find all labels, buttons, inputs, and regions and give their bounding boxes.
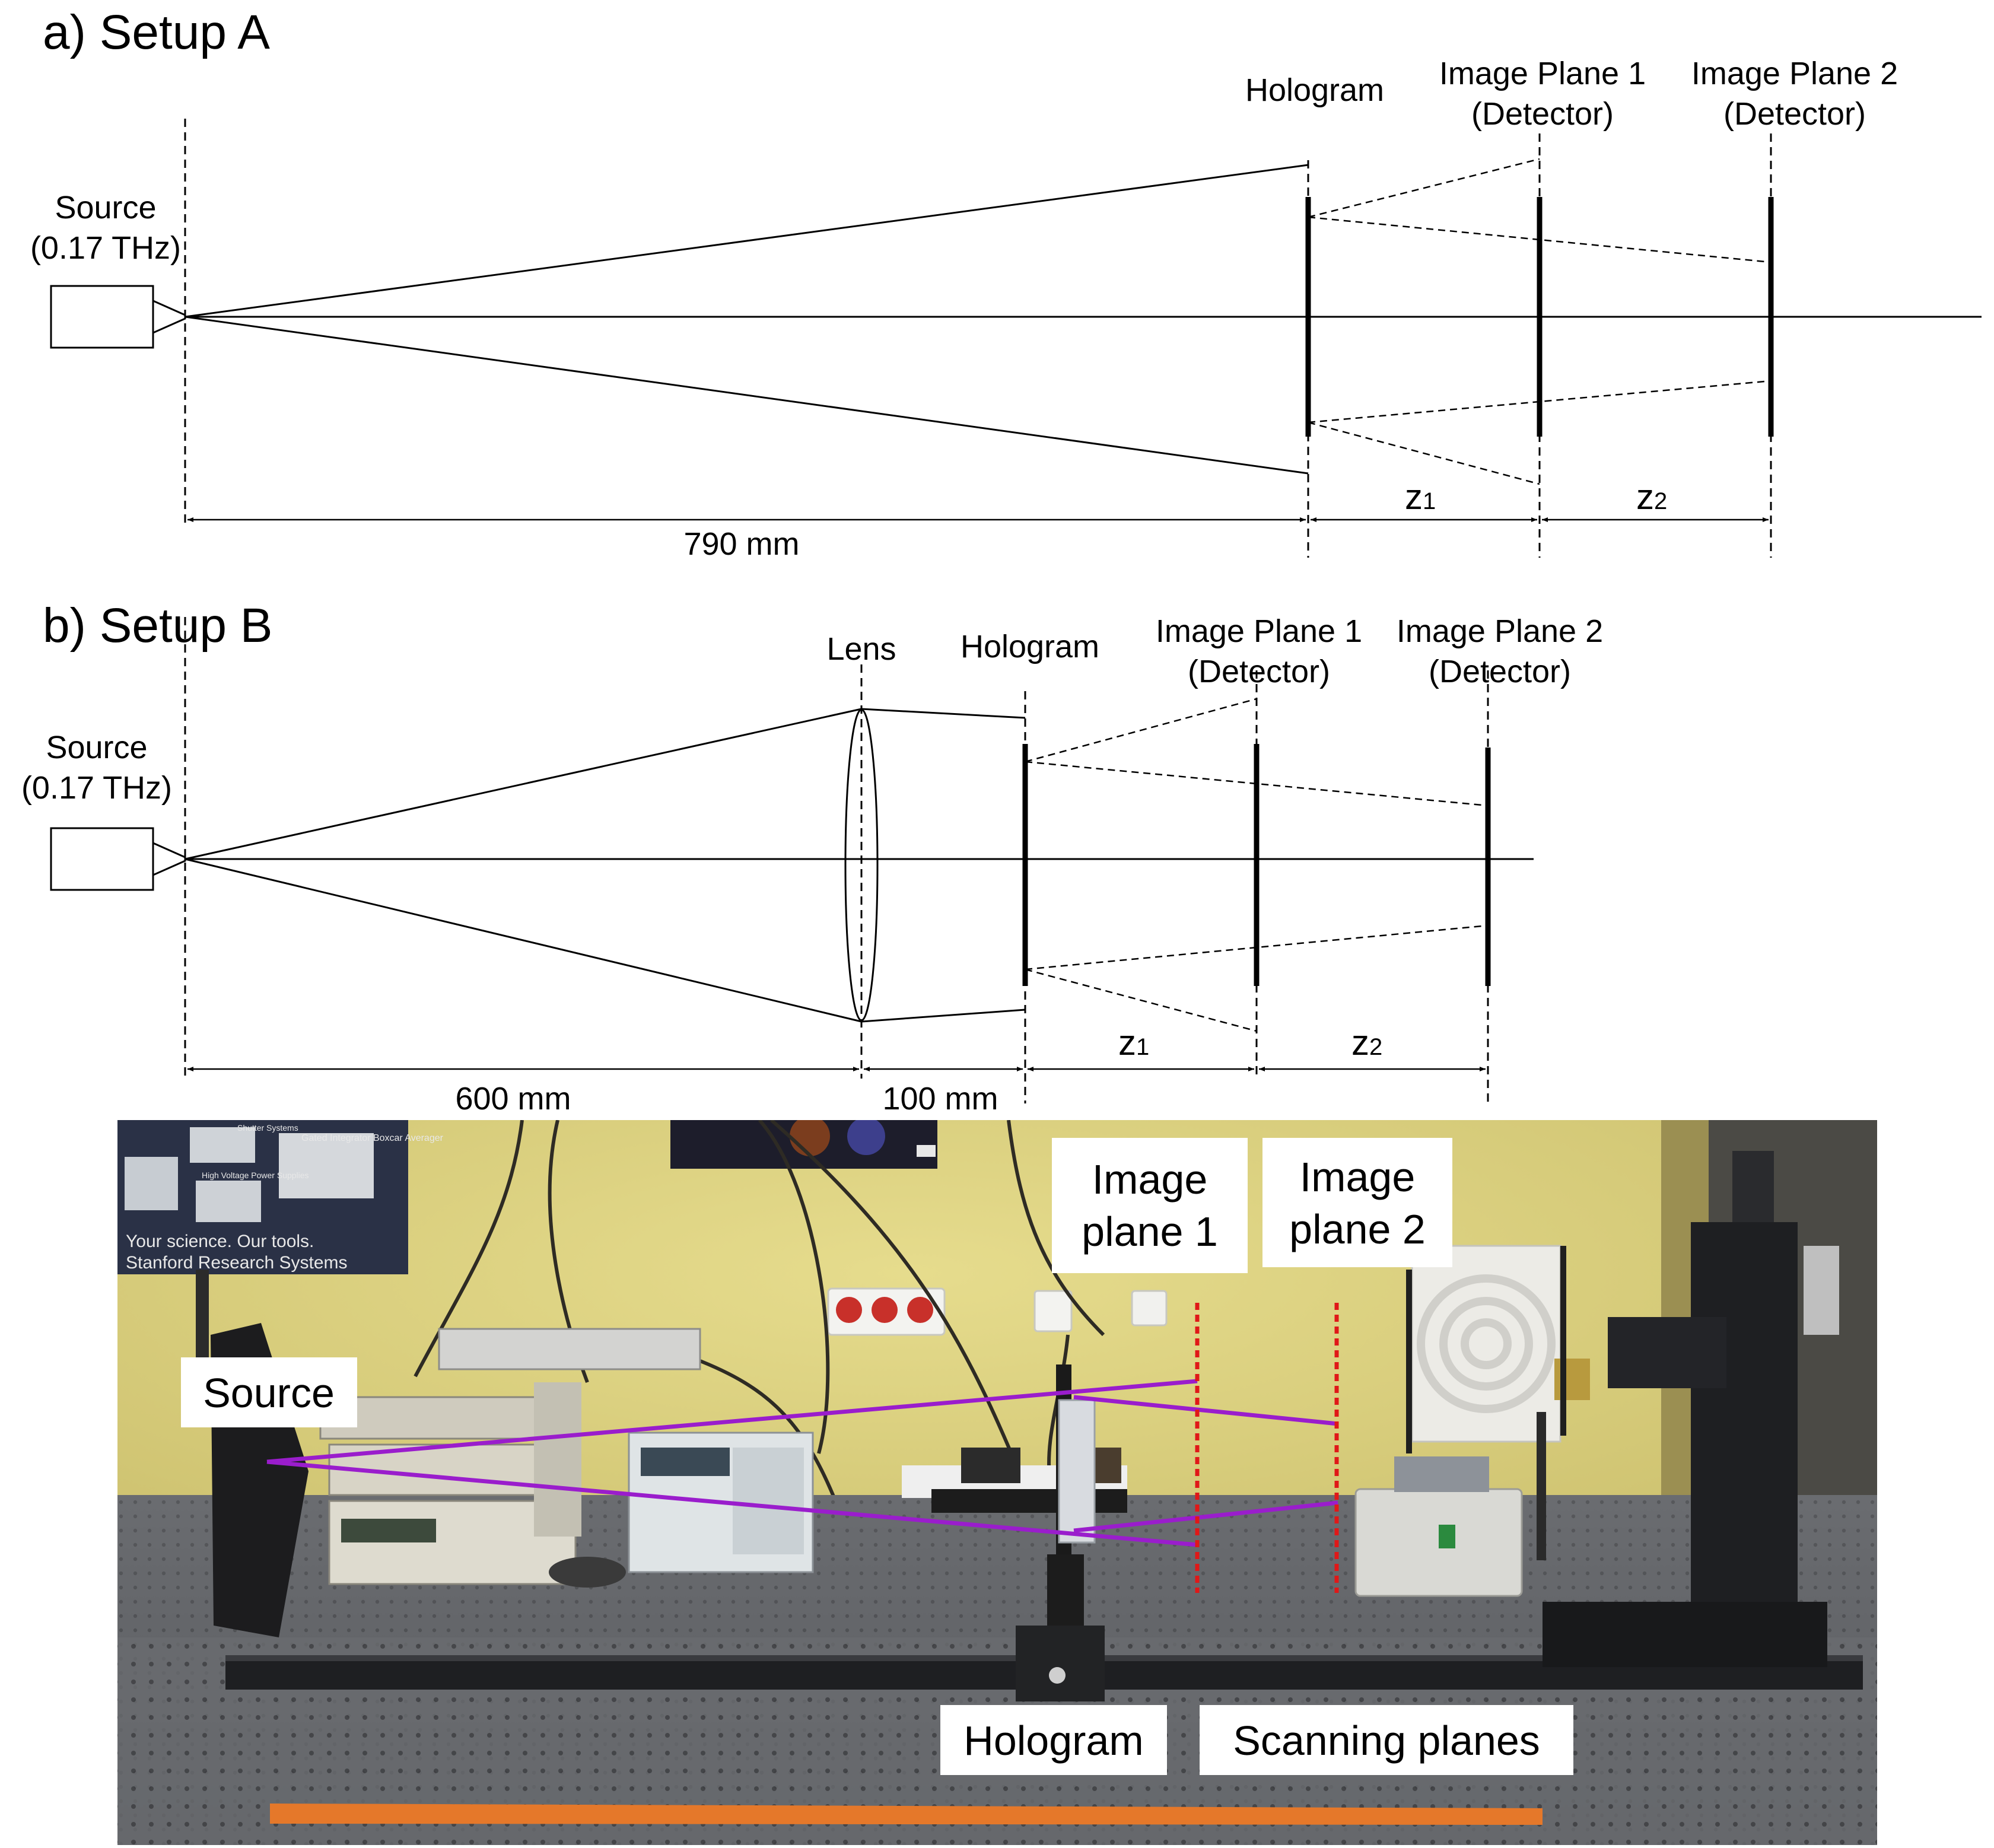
setup-b-source-frequency: (0.17 THz): [21, 770, 172, 806]
photo-label-image-plane-2-line-1: Image: [1300, 1154, 1416, 1200]
setup-b-distance-600-label: 600 mm: [455, 1081, 571, 1117]
photo-label-hologram: Hologram: [940, 1705, 1167, 1775]
setup-a-beam-lower: [185, 316, 1309, 475]
power-sockets: [827, 1287, 1168, 1336]
setup-b-source-label: Source: [46, 730, 147, 765]
photo-label-hologram-text: Hologram: [963, 1717, 1143, 1764]
setup-b-beam-upper-out: [861, 708, 1026, 719]
setup-a-z2-label: z2: [1636, 477, 1667, 517]
setup-a-diagram: a) Setup A Source (0.17 THz) Hologram Im…: [30, 5, 1982, 562]
setup-b-z1-label: z1: [1118, 1023, 1149, 1063]
setup-b-hologram-label: Hologram: [961, 629, 1099, 664]
setup-a-hologram-label: Hologram: [1245, 72, 1384, 108]
setup-b-title: b) Setup B: [43, 599, 272, 653]
setup-b-image-plane-1-label: Image Plane 1: [1156, 613, 1362, 649]
setup-a-image-plane-1-label: Image Plane 1: [1439, 56, 1646, 91]
photo-label-image-plane-1-line-2: plane 1: [1082, 1208, 1218, 1255]
beam-overlay: [266, 1379, 1338, 1547]
photo-label-scanning-planes: Scanning planes: [1200, 1705, 1573, 1775]
lab-photo: Gated Integrator Boxcar Averager High Vo…: [117, 1120, 1877, 1845]
setup-b-image-plane-2-label: Image Plane 2: [1397, 613, 1603, 649]
setup-a-source-frequency: (0.17 THz): [30, 230, 181, 266]
center-assembly: [902, 1448, 1127, 1513]
photo-label-source: Source: [181, 1357, 357, 1427]
poster-item-3: Shutter Systems: [237, 1123, 298, 1133]
setup-b-lens: [844, 708, 879, 1022]
setup-a-source-box: [50, 285, 154, 349]
poster-srs: Gated Integrator Boxcar Averager High Vo…: [117, 1120, 444, 1274]
hologram-mount: [1016, 1364, 1105, 1701]
setup-a-title: a) Setup A: [43, 5, 270, 59]
photo-label-source-text: Source: [203, 1370, 335, 1416]
scanning-stage: [1543, 1151, 1839, 1667]
poster-slogan: Your science. Our tools.: [126, 1232, 314, 1251]
setup-a-horn-antenna: [152, 299, 186, 335]
setup-b-distance-100-label: 100 mm: [882, 1081, 998, 1117]
setup-a-image-plane-2-label: Image Plane 2: [1691, 56, 1898, 91]
setup-a-detector-2-label: (Detector): [1723, 96, 1866, 132]
photo-label-scanning-planes-text: Scanning planes: [1233, 1717, 1540, 1764]
setup-b-detector-2-label: (Detector): [1429, 654, 1571, 689]
setup-a-source-label: Source: [55, 190, 156, 225]
photo-label-image-plane-2-line-2: plane 2: [1289, 1206, 1426, 1252]
setup-a-detector-1-label: (Detector): [1471, 96, 1614, 132]
poster-company: Stanford Research Systems: [126, 1253, 348, 1273]
setup-b-detector-1-label: (Detector): [1188, 654, 1330, 689]
setup-a-beam-upper: [185, 164, 1309, 318]
detector-assembly: [1354, 1245, 1590, 1597]
setup-b-beam-lower-out: [861, 1009, 1026, 1023]
setup-a-distance-label: 790 mm: [683, 526, 799, 562]
poster-photonics: [670, 1120, 937, 1169]
photo-label-image-plane-2: Image plane 2: [1262, 1138, 1452, 1267]
photo-label-image-plane-1-line-1: Image: [1092, 1156, 1208, 1203]
poster-item-2: High Voltage Power Supplies: [202, 1170, 309, 1180]
setup-b-diagram: b) Setup B Source (0.17 THz) Lens Hologr…: [21, 599, 1603, 1117]
setup-b-lens-label: Lens: [826, 631, 896, 667]
setup-b-source-box: [50, 827, 154, 891]
setup-a-z1-label: z1: [1405, 477, 1436, 517]
setup-b-beam-lower-in: [185, 858, 862, 1023]
setup-b-beam-upper-in: [185, 708, 862, 860]
floor-tape: [270, 1804, 1543, 1825]
photo-label-image-plane-1: Image plane 1: [1052, 1138, 1248, 1273]
poster-item-1: Gated Integrator Boxcar Averager: [301, 1133, 444, 1143]
setup-b-horn-antenna: [152, 841, 186, 877]
setup-b-z2-label: z2: [1351, 1023, 1382, 1063]
